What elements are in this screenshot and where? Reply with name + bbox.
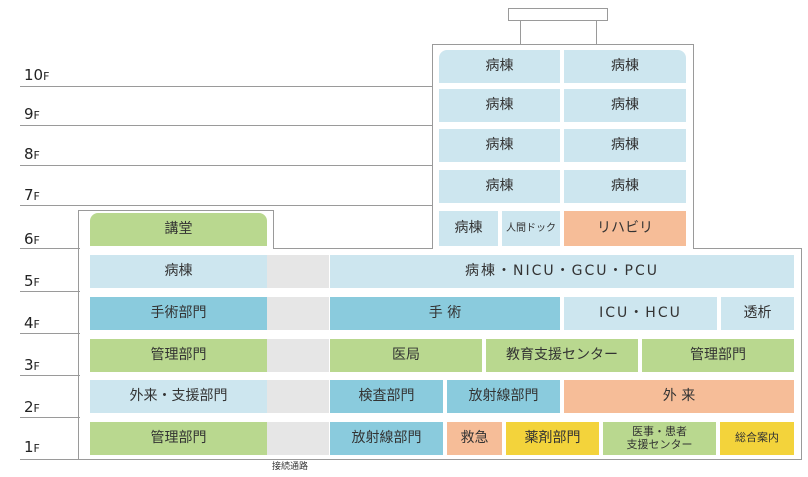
connector-5f	[267, 255, 329, 288]
room-3f-admin-right[interactable]: 管理部門	[642, 339, 794, 372]
floor-line-10	[20, 86, 432, 87]
low-mid-top	[273, 248, 433, 249]
room-2f-outpatient[interactable]: 外 来	[564, 380, 794, 413]
room-4f-icu[interactable]: ICU・HCU	[564, 297, 717, 330]
low-left-top	[78, 210, 274, 211]
floor-line-6	[20, 248, 80, 249]
floor-label-1: 1F	[24, 438, 40, 456]
room-1f-admin[interactable]: 管理部門	[90, 422, 267, 455]
room-2f-outpatient-support[interactable]: 外来・支援部門	[90, 380, 267, 413]
floor-line-3	[20, 375, 80, 376]
connector-2f	[267, 380, 329, 413]
floor-label-4: 4F	[24, 314, 40, 332]
tower-left	[432, 44, 433, 248]
floor-line-8	[20, 165, 432, 166]
room-4f-dialysis[interactable]: 透析	[721, 297, 794, 330]
floor-line-1	[20, 459, 80, 460]
floor-line-9	[20, 125, 432, 126]
floor-label-7: 7F	[24, 186, 40, 204]
room-6f-health-check[interactable]: 人間ドック	[502, 211, 560, 246]
room-1f-radiology[interactable]: 放射線部門	[330, 422, 443, 455]
floor-line-7	[20, 205, 432, 206]
room-1f-emergency[interactable]: 救急	[447, 422, 502, 455]
roof-structure	[508, 8, 608, 21]
floor-label-8: 8F	[24, 145, 40, 163]
room-9f-ward-a[interactable]: 病棟	[439, 89, 560, 122]
tower-top	[432, 44, 694, 45]
hall-right-edge	[273, 210, 274, 248]
connector-3f	[267, 339, 329, 372]
room-6f-rehab[interactable]: リハビリ	[564, 211, 686, 246]
room-3f-admin-left[interactable]: 管理部門	[90, 339, 267, 372]
room-2f-radiology[interactable]: 放射線部門	[447, 380, 560, 413]
room-5f-ward-nicu[interactable]: 病棟・NICU・GCU・PCU	[330, 255, 794, 288]
floor-label-10: 10F	[24, 66, 50, 84]
floor-label-6: 6F	[24, 230, 40, 248]
room-2f-examination[interactable]: 検査部門	[330, 380, 443, 413]
room-8f-ward-b[interactable]: 病棟	[564, 129, 686, 162]
connector-4f	[267, 297, 329, 330]
room-3f-medical-office[interactable]: 医局	[330, 339, 482, 372]
roof-post-left	[520, 20, 521, 44]
floor-label-5: 5F	[24, 272, 40, 290]
floor-line-5	[20, 291, 80, 292]
room-7f-ward-a[interactable]: 病棟	[439, 170, 560, 203]
low-right-edge	[801, 248, 802, 459]
floor-label-2: 2F	[24, 398, 40, 416]
room-8f-ward-a[interactable]: 病棟	[439, 129, 560, 162]
low-right-top	[693, 248, 801, 249]
roof-post-right	[596, 20, 597, 44]
floor-label-3: 3F	[24, 356, 40, 374]
low-left-edge	[78, 210, 79, 459]
tower-right	[693, 44, 694, 248]
room-4f-surgery-dept[interactable]: 手術部門	[90, 297, 267, 330]
room-4f-surgery[interactable]: 手 術	[330, 297, 560, 330]
room-6f-ward[interactable]: 病棟	[439, 211, 498, 246]
room-1f-information[interactable]: 総合案内	[720, 422, 794, 455]
room-1f-patient-support[interactable]: 医事・患者 支援センター	[603, 422, 716, 455]
room-6f-hall[interactable]: 講堂	[90, 213, 267, 246]
room-9f-ward-b[interactable]: 病棟	[564, 89, 686, 122]
room-10f-ward-b[interactable]: 病棟	[564, 50, 686, 83]
room-3f-education[interactable]: 教育支援センター	[486, 339, 638, 372]
floor-line-2	[20, 417, 80, 418]
room-10f-ward-a[interactable]: 病棟	[439, 50, 560, 83]
room-7f-ward-b[interactable]: 病棟	[564, 170, 686, 203]
room-5f-ward-left[interactable]: 病棟	[90, 255, 267, 288]
connector-label: 接続通路	[272, 462, 309, 472]
room-1f-pharmacy[interactable]: 薬剤部門	[506, 422, 599, 455]
floor-line-4	[20, 333, 80, 334]
connector-1f	[267, 422, 329, 455]
floor-label-9: 9F	[24, 105, 40, 123]
ground-line	[78, 459, 802, 460]
